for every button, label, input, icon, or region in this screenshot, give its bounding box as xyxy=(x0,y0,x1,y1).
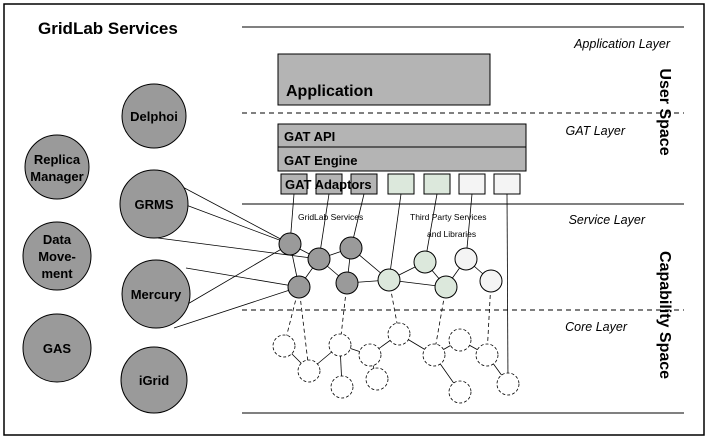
delphoi-label: Delphoi xyxy=(130,109,178,124)
data-movement-label-2: Move- xyxy=(38,249,76,264)
gat-adaptors-label: GAT Adaptors xyxy=(285,177,372,192)
gridlab-node xyxy=(307,247,331,271)
adaptor-box xyxy=(387,173,415,195)
replica-manager-circle xyxy=(24,134,90,200)
gas-label: GAS xyxy=(43,341,72,356)
core-node xyxy=(448,328,472,352)
application-layer-label: Application Layer xyxy=(573,37,671,51)
grms-circle xyxy=(119,169,189,239)
gridlab-node xyxy=(287,275,311,299)
third-party-label-line1: Third Party Services xyxy=(410,212,487,222)
igrid-circle xyxy=(120,346,188,414)
data-movement-label-3: ment xyxy=(41,266,73,281)
gat-layer-label: GAT Layer xyxy=(565,124,625,138)
mercury-label: Mercury xyxy=(131,287,182,302)
core-node xyxy=(448,380,472,404)
igrid-label: iGrid xyxy=(139,373,169,388)
core-node xyxy=(365,367,389,391)
application-block xyxy=(277,53,491,106)
third-party-node xyxy=(413,250,437,274)
core-dashed-links xyxy=(283,279,492,372)
delphoi-circle xyxy=(121,83,187,149)
data-movement-circle xyxy=(22,221,92,291)
data-movement-label-1: Data xyxy=(43,232,72,247)
gat-engine-block xyxy=(277,146,527,172)
library-node xyxy=(454,247,478,271)
service-layer-label: Service Layer xyxy=(569,213,646,227)
gas-circle xyxy=(22,313,92,383)
adaptor-box xyxy=(493,173,521,195)
replica-manager-label-2: Manager xyxy=(30,169,83,184)
replica-manager-label-1: Replica xyxy=(34,152,81,167)
application-label: Application xyxy=(286,83,373,100)
gat-engine-label: GAT Engine xyxy=(284,153,357,168)
core-node xyxy=(358,343,382,367)
gridlab-node xyxy=(278,232,302,256)
core-node xyxy=(422,343,446,367)
adaptor-box xyxy=(458,173,486,195)
core-node xyxy=(475,343,499,367)
core-node xyxy=(330,375,354,399)
third-party-node xyxy=(377,268,401,292)
core-node xyxy=(328,333,352,357)
library-node xyxy=(479,269,503,293)
core-layer-label: Core Layer xyxy=(565,320,628,334)
gat-api-label: GAT API xyxy=(284,129,335,144)
gridlab-services-small-label: GridLab Services xyxy=(298,212,363,222)
core-node xyxy=(272,334,296,358)
grms-label: GRMS xyxy=(135,197,174,212)
capability-space-label: Capability Space xyxy=(656,251,673,379)
gridlab-node xyxy=(339,236,363,260)
service-nodes xyxy=(278,232,503,299)
core-nodes xyxy=(272,322,520,404)
user-space-label: User Space xyxy=(656,68,673,155)
gridlab-node xyxy=(335,271,359,295)
service-circles: Delphoi Replica Manager GRMS Data Move- … xyxy=(22,83,191,414)
core-node xyxy=(297,359,321,383)
third-party-node xyxy=(434,275,458,299)
core-node xyxy=(496,372,520,396)
diagram-title: GridLab Services xyxy=(38,19,178,38)
outer-frame xyxy=(3,3,705,436)
mercury-circle xyxy=(121,259,191,329)
third-party-label-line2: and Libraries xyxy=(427,229,476,239)
adaptor-links xyxy=(289,193,509,385)
core-node xyxy=(387,322,411,346)
adaptor-box xyxy=(423,173,451,195)
